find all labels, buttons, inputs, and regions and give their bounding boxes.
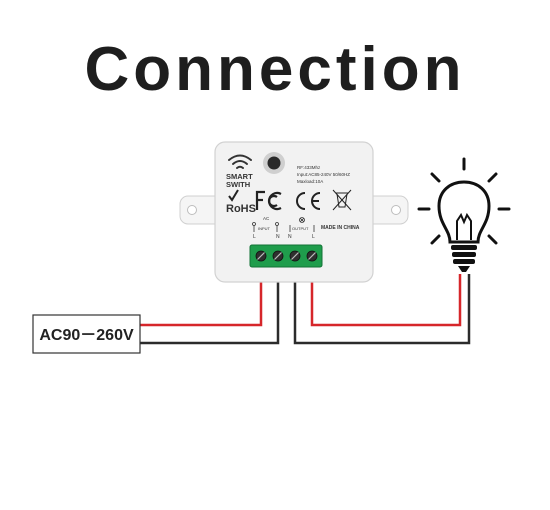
neutral-output-wire	[293, 263, 471, 345]
power-source-label: AC90－260V	[39, 327, 134, 344]
neutral-input-wire	[140, 263, 280, 345]
rohs-mark: RoHS	[226, 203, 256, 215]
terminal-label-l-in: L	[253, 234, 256, 240]
page-title: Connection	[84, 35, 466, 104]
output-label: OUTPUT	[292, 226, 309, 231]
fcc-mark	[255, 190, 282, 211]
ce-mark	[296, 192, 321, 210]
power-source: AC90－260V	[32, 314, 141, 354]
terminal-label-n-out: N	[288, 234, 292, 240]
live-output-wire	[310, 263, 462, 327]
light-rays	[417, 157, 511, 245]
ac-label: AC	[263, 216, 270, 221]
spec-frequency: RF:433Mhz	[297, 165, 321, 170]
input-symbol	[252, 222, 279, 232]
live-input-wire	[140, 263, 263, 327]
input-label: INPUT	[258, 226, 271, 231]
power-source-box	[32, 314, 141, 354]
brand-line-1: SMART	[226, 172, 253, 181]
wires	[140, 263, 471, 345]
light-bulb-icon	[417, 157, 511, 272]
bulb-filament	[456, 212, 472, 240]
brand-line-2: SWITH	[226, 180, 250, 189]
crossed-bin-icon	[332, 189, 352, 211]
checkmark-icon	[228, 189, 239, 202]
terminal-label-n-in: N	[276, 234, 280, 240]
bulb-base	[451, 245, 477, 272]
bulb-glass	[437, 180, 491, 244]
smart-switch-device: SMART SWITH RF:433Mhz Input:AC85-240V 50…	[179, 141, 409, 283]
made-in-label: MADE IN CHINA	[321, 225, 360, 231]
spec-maxload: Maxload:10A	[297, 179, 323, 184]
terminal-label-l-out: L	[312, 234, 315, 240]
wifi-icon	[228, 154, 252, 169]
spec-input: Input:AC85-240V 50/60HZ	[297, 172, 350, 177]
output-lamp-symbol	[289, 217, 315, 232]
terminal-block	[249, 244, 323, 268]
